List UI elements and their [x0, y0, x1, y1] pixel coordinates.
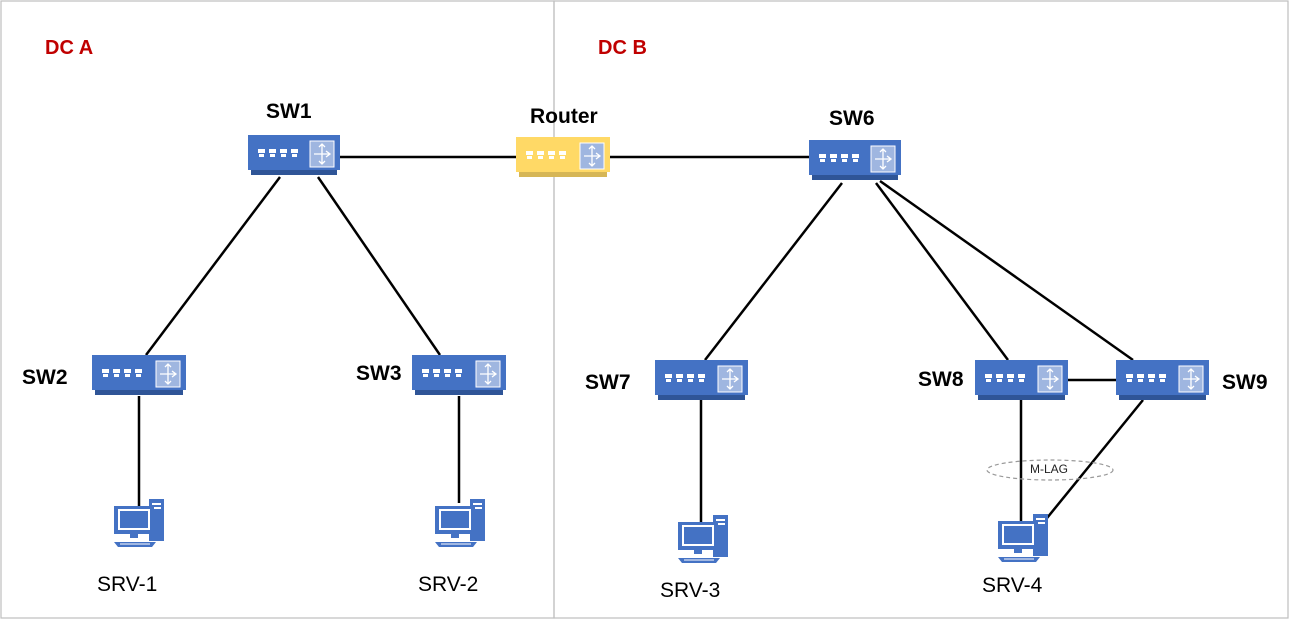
label-sw9: SW9 [1222, 371, 1268, 394]
switch-sw2[interactable] [92, 355, 186, 395]
switch-sw9[interactable] [1116, 360, 1209, 400]
link-sw6-sw7 [704, 182, 843, 361]
router[interactable] [516, 137, 610, 177]
switch-sw1[interactable] [248, 135, 340, 175]
label-srv1: SRV-1 [97, 573, 158, 596]
switch-sw7[interactable] [655, 360, 748, 400]
label-sw3: SW3 [356, 362, 402, 385]
label-srv3: SRV-3 [660, 579, 721, 602]
server-srv4[interactable] [996, 513, 1052, 563]
server-srv2[interactable] [433, 498, 489, 548]
label-router: Router [530, 105, 598, 128]
server-icon [435, 499, 485, 547]
zone-title-dc-b: DC B [598, 37, 647, 59]
label-sw6: SW6 [829, 107, 875, 130]
switch-icon [412, 355, 506, 395]
switch-sw6[interactable] [809, 140, 901, 180]
link-sw6-sw9 [879, 179, 1134, 362]
label-srv2: SRV-2 [418, 573, 479, 596]
server-icon [998, 514, 1048, 562]
zone-dc-b [553, 0, 1289, 619]
mlag-label: M-LAG [1030, 462, 1069, 476]
switch-icon [248, 135, 340, 175]
label-sw2: SW2 [22, 366, 68, 389]
switch-icon [975, 360, 1068, 400]
link-sw1-sw2 [145, 176, 281, 356]
label-sw1: SW1 [266, 100, 312, 123]
link-sw6-sw8 [874, 182, 1010, 361]
switch-icon [809, 140, 901, 180]
links-layer [137, 155, 1144, 535]
server-icon [678, 515, 728, 563]
label-sw8: SW8 [918, 368, 964, 391]
switch-icon [92, 355, 186, 395]
zone-title-dc-a: DC A [45, 37, 94, 59]
server-icon [114, 499, 164, 547]
mlag-ellipse [986, 459, 1114, 481]
switch-icon [1116, 360, 1209, 400]
link-sw9-srv4 [1033, 399, 1144, 535]
switch-sw8[interactable] [975, 360, 1068, 400]
router-icon [516, 137, 610, 177]
switch-sw3[interactable] [412, 355, 506, 395]
switch-icon [655, 360, 748, 400]
link-sw1-sw3 [316, 176, 442, 356]
server-srv1[interactable] [112, 498, 168, 548]
label-srv4: SRV-4 [982, 574, 1043, 597]
server-srv3[interactable] [676, 514, 732, 564]
label-sw7: SW7 [585, 371, 631, 394]
